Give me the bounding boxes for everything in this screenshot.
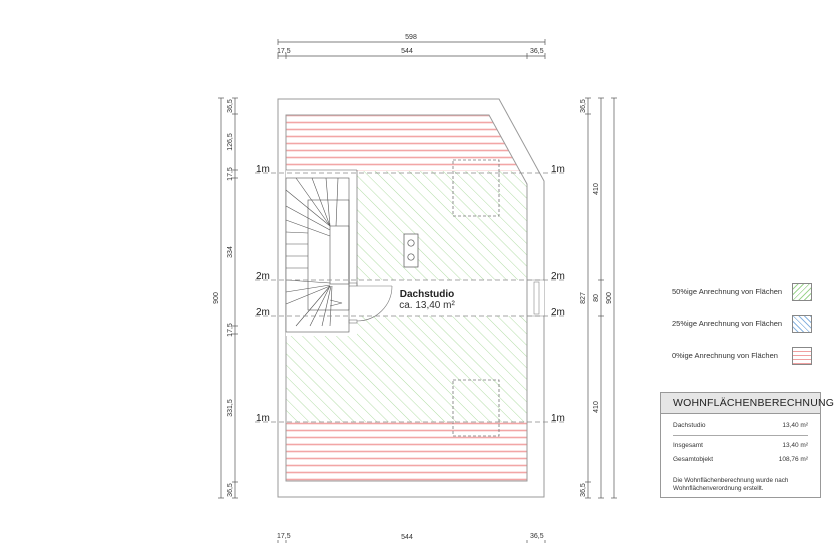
- height-label-right-2: 2m: [551, 271, 565, 282]
- bottom-dimension-ticks: [277, 540, 546, 543]
- calc-row-insgesamt: Insgesamt 13,40 m²: [671, 439, 810, 453]
- height-label-left-3: 2m: [256, 307, 270, 318]
- dim-left-seg-5: 17,5: [227, 323, 234, 337]
- outer-wall: [277, 98, 545, 498]
- calc-divider: [673, 435, 808, 436]
- dim-left-seg-7: 36,5: [227, 483, 234, 497]
- left-dimension: [218, 97, 238, 499]
- top-dimension: [277, 39, 546, 59]
- dim-top-right: 36,5: [530, 48, 544, 55]
- inner-wall: [285, 114, 528, 482]
- side-window: [527, 279, 544, 317]
- chimney: [403, 233, 419, 268]
- dim-left-seg-2: 126,5: [227, 133, 234, 151]
- dim-top-middle: 544: [401, 48, 413, 55]
- legend-label: 50%ige Anrechnung von Flächen: [672, 287, 783, 296]
- calc-row-dachstudio: Dachstudio 13,40 m²: [671, 419, 810, 433]
- area-0-percent-bottom: [286, 422, 527, 481]
- legend-item-25: 25%ige Anrechnung von Flächen: [660, 315, 820, 347]
- calc-label: Insgesamt: [673, 442, 703, 449]
- height-label-right-3: 2m: [551, 307, 565, 318]
- area-50-percent-upper: [357, 171, 527, 280]
- dim-bottom-left: 17,5: [277, 533, 291, 540]
- dim-top-left: 17,5: [277, 48, 291, 55]
- legend-swatch-red: [792, 347, 812, 365]
- calc-row-gesamtobjekt: Gesamtobjekt 108,76 m²: [671, 453, 810, 467]
- dim-right-mid-2: 80: [593, 294, 600, 302]
- height-label-left-4: 1m: [256, 413, 270, 424]
- legend-label: 0%ige Anrechnung von Flächen: [672, 351, 778, 360]
- legend-item-50: 50%ige Anrechnung von Flächen: [660, 283, 820, 315]
- height-label-left-1: 1m: [256, 164, 270, 175]
- calc-title: WOHNFLÄCHENBERECHNUNG: [661, 393, 834, 414]
- calc-label: Dachstudio: [673, 422, 706, 429]
- dim-right-inner-2: 827: [580, 292, 587, 304]
- roof-window-bottom: [452, 379, 500, 437]
- calc-value: 13,40 m²: [782, 422, 808, 429]
- calc-value: 13,40 m²: [782, 442, 808, 449]
- dim-left-seg-6: 331,5: [227, 399, 234, 417]
- right-dimension: [585, 97, 617, 499]
- dim-right-mid-1: 410: [593, 183, 600, 195]
- dim-right-inner-3: 36,5: [580, 483, 587, 497]
- area-0-percent-top: [286, 115, 527, 171]
- calc-value: 108,76 m²: [778, 456, 808, 463]
- height-label-left-2: 2m: [256, 271, 270, 282]
- room-name: Dachstudio: [400, 289, 454, 300]
- height-label-right-1: 1m: [551, 164, 565, 175]
- dim-bottom-right: 36,5: [530, 533, 544, 540]
- calc-note: Die Wohnflächenberechnung wurde nach Woh…: [673, 477, 789, 492]
- dim-left-seg-3: 17,5: [227, 167, 234, 181]
- dim-left-seg-1: 36,5: [227, 99, 234, 113]
- height-label-right-4: 1m: [551, 413, 565, 424]
- staircase: [285, 169, 358, 336]
- calc-label: Gesamtobjekt: [673, 456, 714, 463]
- legend-item-0: 0%ige Anrechnung von Flächen: [660, 347, 820, 379]
- dim-left-seg-4: 334: [227, 246, 234, 258]
- dim-bottom-middle: 544: [401, 534, 413, 541]
- dim-right-total: 900: [606, 292, 613, 304]
- legend-swatch-green: [792, 283, 812, 301]
- dim-right-mid-3: 410: [593, 401, 600, 413]
- dim-right-inner-1: 36,5: [580, 99, 587, 113]
- room-area: ca. 13,40 m²: [399, 300, 455, 311]
- legend: 50%ige Anrechnung von Flächen 25%ige Anr…: [660, 283, 820, 379]
- dim-top-total: 598: [405, 34, 417, 41]
- legend-swatch-blue: [792, 315, 812, 333]
- area-calculation-table: WOHNFLÄCHENBERECHNUNG Dachstudio 13,40 m…: [660, 392, 834, 498]
- legend-label: 25%ige Anrechnung von Flächen: [672, 319, 783, 328]
- door: [348, 282, 393, 324]
- dim-left-total: 900: [213, 292, 220, 304]
- height-lines: [255, 172, 567, 423]
- roof-window-top: [452, 159, 500, 217]
